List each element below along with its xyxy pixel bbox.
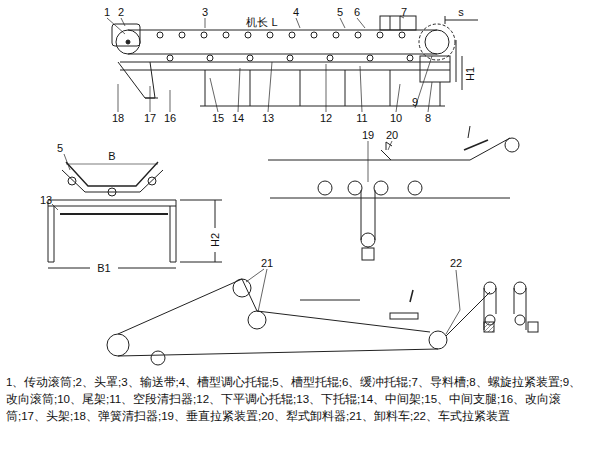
- callout-number: 21: [261, 257, 273, 269]
- idler-roller: [355, 32, 361, 38]
- return-roller: [247, 55, 253, 61]
- idler-roller: [399, 32, 405, 38]
- callout-number: 14: [232, 112, 244, 124]
- return-roller: [407, 55, 413, 61]
- callout-number: 7: [401, 6, 407, 18]
- return-roller: [367, 55, 373, 61]
- dimension-label: B1: [97, 262, 110, 274]
- dimension-label: B: [108, 150, 115, 162]
- callout-number: 8: [425, 112, 431, 124]
- return-roller: [167, 55, 173, 61]
- idler-roller: [157, 32, 163, 38]
- callout-number: 3: [202, 6, 208, 18]
- idler-roller: [245, 32, 251, 38]
- dimension-label: H1: [464, 67, 476, 81]
- elevation-view: [107, 16, 478, 112]
- callout-number: 19: [362, 129, 374, 141]
- return-roller: [287, 55, 293, 61]
- tripper-scheme: [107, 269, 538, 365]
- callout-number: 2: [118, 6, 124, 18]
- idler-roller: [333, 32, 339, 38]
- dimension-label: s: [458, 6, 464, 18]
- idler-roller: [267, 32, 273, 38]
- idler-roller: [223, 32, 229, 38]
- callout-number: 16: [164, 112, 176, 124]
- callout-number: 9: [412, 96, 418, 108]
- idler-roller: [201, 32, 207, 38]
- dimension-label: 机长 L: [246, 16, 277, 28]
- callout-number: 1: [104, 6, 110, 18]
- idler-roller: [179, 32, 185, 38]
- return-roller: [327, 55, 333, 61]
- callout-number: 13: [262, 112, 274, 124]
- dimension-label: H2: [209, 233, 221, 247]
- callout-number: 4: [293, 6, 299, 18]
- return-roller: [207, 55, 213, 61]
- callout-number: 20: [386, 129, 398, 141]
- callout-number: 5: [337, 6, 343, 18]
- callout-number: 11: [356, 112, 367, 124]
- idler-roller: [289, 32, 295, 38]
- callout-number: 15: [212, 112, 224, 124]
- callout-number: 12: [320, 112, 332, 124]
- caption-box: 1、传动滚筒;2、头罩;3、输送带;4、槽型调心托辊;5、槽型托辊;6、缓冲托辊…: [6, 374, 584, 425]
- idler-roller: [311, 32, 317, 38]
- callout-number: 10: [390, 112, 402, 124]
- callout-number: 13: [40, 194, 52, 206]
- parts-caption: 1、传动滚筒;2、头罩;3、输送带;4、槽型调心托辊;5、槽型托辊;6、缓冲托辊…: [6, 376, 581, 422]
- cross-section: [48, 154, 222, 268]
- callout-number: 17: [144, 112, 156, 124]
- callout-number: 22: [450, 257, 462, 269]
- callout-number: 5: [57, 142, 63, 154]
- callout-number: 18: [112, 112, 124, 124]
- takeup-scheme: [268, 126, 519, 260]
- callout-number: 6: [354, 6, 360, 18]
- idler-roller: [377, 32, 383, 38]
